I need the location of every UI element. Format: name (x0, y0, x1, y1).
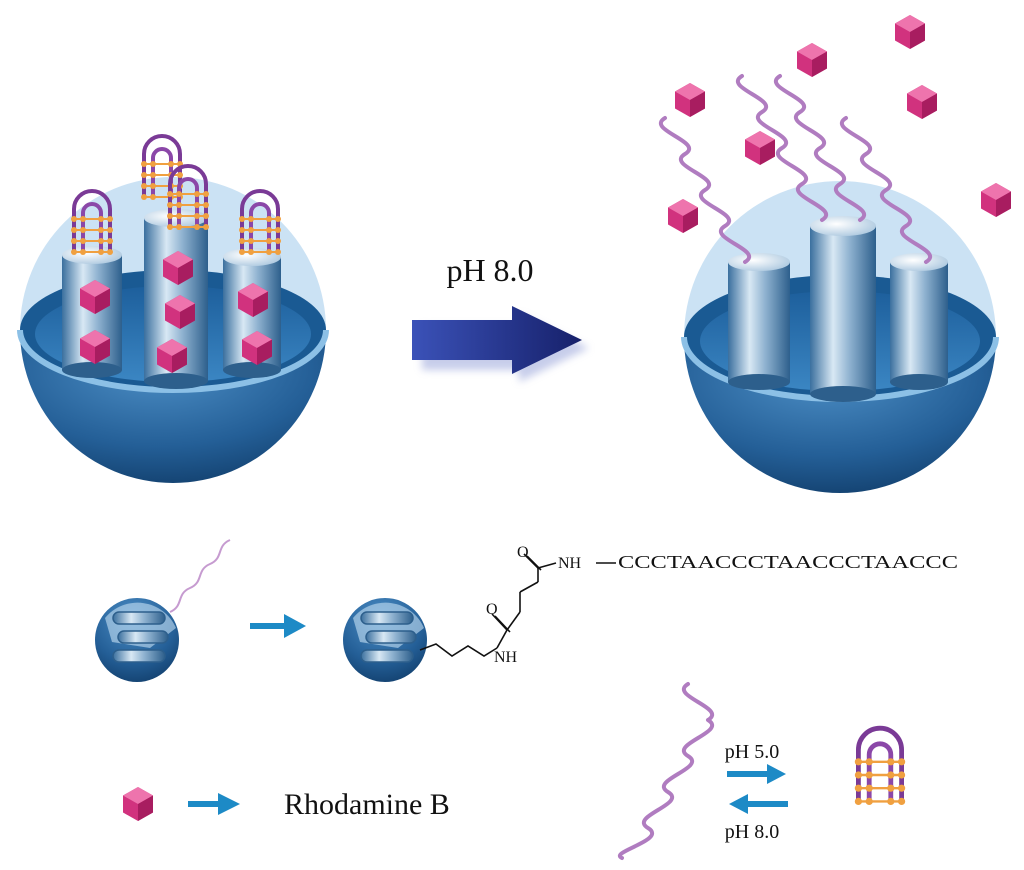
cargo-legend: Rhodamine B (123, 787, 450, 821)
pore-cylinder (728, 253, 790, 390)
single-strand-dna-icon (736, 74, 828, 222)
forward-arrow (727, 764, 786, 784)
amide-nh-top-label: NH (558, 555, 582, 572)
rhodamine-cube-icon (895, 15, 925, 49)
main-arrow (412, 306, 589, 382)
amide-nh-bottom-label: NH (494, 649, 518, 666)
rhodamine-cube-icon (981, 183, 1011, 217)
dna-sequence-label: CCCTAACCCTAACCCTAACCC (618, 552, 958, 572)
bare-nanoparticle (95, 539, 231, 682)
carbonyl-oxygen-label: O (486, 601, 498, 618)
ph-switch-legend: pH 5.0 pH 8.0 (617, 682, 905, 860)
rhodamine-cube-icon (123, 787, 153, 821)
rhodamine-cube-icon (797, 43, 827, 77)
reverse-condition-label: pH 8.0 (725, 821, 779, 843)
rhodamine-cube-icon (907, 85, 937, 119)
single-strand-dna-icon (617, 682, 714, 860)
rhodamine-cube-icon (668, 199, 698, 233)
functionalization-arrow (250, 614, 306, 638)
single-strand-dna-icon (659, 116, 751, 264)
cargo-name-label: Rhodamine B (284, 788, 450, 821)
rhodamine-cube-icon (675, 83, 705, 117)
legend-arrow (188, 801, 220, 807)
i-motif-gate-icon (855, 728, 905, 805)
single-strand-dna-icon (774, 74, 866, 222)
rhodamine-cube-icon (745, 131, 775, 165)
pore-cylinder (890, 253, 948, 390)
forward-condition-label: pH 5.0 (725, 741, 779, 763)
linker-structure (419, 553, 616, 657)
amine-nanoparticle (343, 598, 427, 682)
released-nanoparticle (659, 15, 1011, 493)
single-strand-dna-icon (169, 539, 231, 613)
reverse-arrow (729, 794, 788, 814)
main-condition-label: pH 8.0 (446, 252, 533, 288)
loaded-nanoparticle (17, 134, 329, 483)
single-strand-dna-icon (840, 116, 932, 264)
carbonyl-oxygen-label: O (517, 544, 529, 561)
pore-cylinder (810, 216, 876, 402)
